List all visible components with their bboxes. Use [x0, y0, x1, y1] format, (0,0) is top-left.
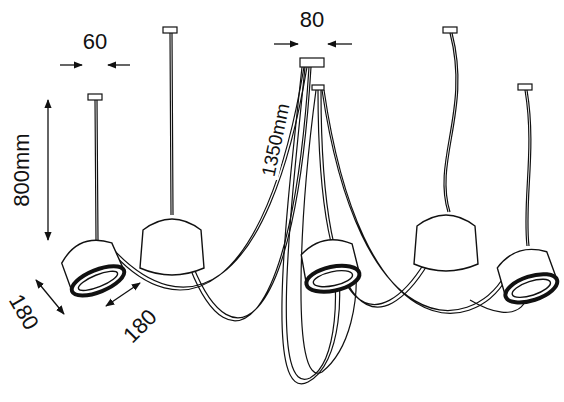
- cord: [95, 100, 98, 240]
- canopy: [443, 27, 457, 33]
- dimension-arrow: [47, 100, 48, 240]
- cord: [444, 33, 458, 212]
- lamp-shade: [57, 232, 128, 301]
- dimension-label: 180: [117, 303, 162, 348]
- dimension-arrow: [274, 43, 298, 44]
- canopy: [518, 84, 532, 90]
- lamp-shade: [494, 243, 561, 308]
- cord: [110, 67, 307, 290]
- dimension-label: 80: [298, 8, 326, 31]
- lamp-shade: [298, 235, 361, 296]
- dimension-arrow: [36, 280, 64, 314]
- dimension-arrow: [60, 64, 82, 65]
- canopy: [312, 85, 324, 90]
- canopy: [163, 27, 177, 33]
- dimension-label: 800mm: [10, 131, 33, 208]
- dimension-label: 180: [4, 289, 44, 336]
- lamp-shade: [140, 219, 204, 275]
- lamp-shade: [414, 215, 478, 271]
- cord: [525, 90, 531, 246]
- dimension-arrow: [108, 64, 130, 65]
- cord: [170, 33, 173, 215]
- dimension-label: 60: [81, 30, 109, 53]
- canopy: [88, 94, 102, 100]
- dimension-arrow: [328, 43, 352, 44]
- dimension-arrow: [106, 283, 140, 306]
- canopy: [300, 58, 324, 67]
